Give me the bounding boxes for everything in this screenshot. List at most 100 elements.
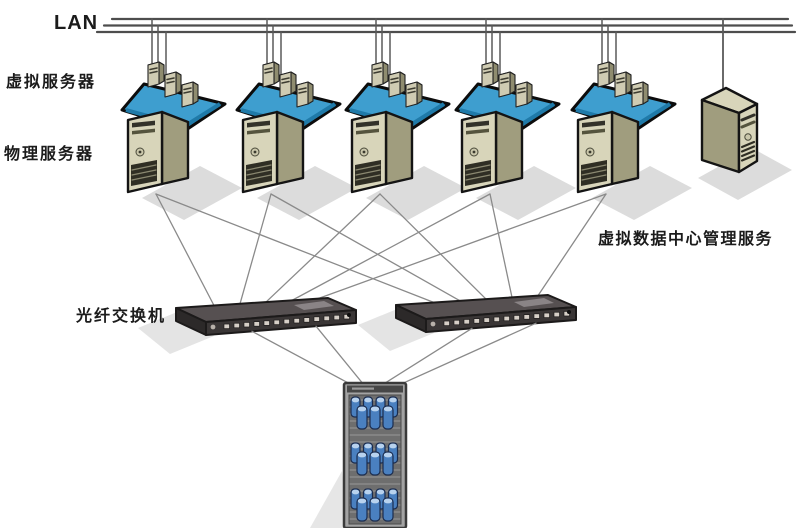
power-button-dot bbox=[588, 150, 592, 154]
vm-slot bbox=[633, 90, 642, 94]
vent-line bbox=[131, 174, 157, 181]
vm-front bbox=[597, 61, 610, 88]
switch-led bbox=[210, 324, 216, 330]
tower-side bbox=[700, 98, 741, 174]
virtual-host-group bbox=[570, 61, 692, 220]
disk bbox=[382, 451, 394, 476]
switch-storage-link bbox=[398, 322, 537, 386]
fiber-switch-1 bbox=[138, 297, 357, 354]
vm-slot bbox=[390, 80, 399, 84]
physical-server-label: 物理服务器 bbox=[4, 144, 95, 163]
virtual-machine bbox=[388, 71, 406, 98]
vm-side bbox=[642, 81, 649, 105]
vm-slot bbox=[500, 80, 509, 84]
vm-front bbox=[262, 61, 275, 88]
vent-line bbox=[465, 164, 491, 171]
vent-line bbox=[131, 164, 157, 171]
virtual-machine bbox=[296, 81, 314, 108]
vm-slot bbox=[264, 70, 273, 74]
vm-slot bbox=[517, 87, 526, 91]
vm-slot bbox=[500, 77, 509, 81]
server-switch-link bbox=[265, 193, 381, 303]
server-switch-link bbox=[537, 193, 607, 297]
vent-line bbox=[740, 154, 756, 162]
vm-slot bbox=[599, 67, 608, 71]
virtual-machine bbox=[164, 71, 182, 98]
switch-vent bbox=[294, 301, 334, 310]
drive-slot bbox=[466, 120, 489, 128]
physical-server-tower bbox=[460, 110, 524, 194]
disk-top bbox=[383, 452, 393, 458]
vm-side bbox=[416, 81, 423, 105]
power-button-dot bbox=[138, 150, 142, 154]
vm-side bbox=[526, 81, 533, 105]
disk-top bbox=[370, 406, 380, 412]
virtual-host-group bbox=[454, 61, 576, 220]
tower-side bbox=[610, 110, 640, 186]
switch-port bbox=[263, 320, 270, 326]
switch-port bbox=[513, 315, 520, 321]
switch-port bbox=[303, 317, 310, 323]
switch-screw bbox=[567, 310, 571, 314]
vm-slot bbox=[407, 90, 416, 94]
vm-slot bbox=[298, 87, 307, 91]
tower-side bbox=[275, 110, 305, 186]
vm-slot bbox=[373, 70, 382, 74]
fiber-switch-label: 光纤交换机 bbox=[76, 306, 167, 325]
switch-port bbox=[443, 320, 450, 326]
vm-front bbox=[296, 81, 309, 108]
drive-slot bbox=[247, 128, 270, 135]
disk-array bbox=[310, 381, 408, 528]
vm-front bbox=[181, 81, 194, 108]
vm-slot bbox=[149, 67, 158, 71]
vm-slot bbox=[264, 67, 273, 71]
vm-side bbox=[273, 61, 280, 85]
switch-port bbox=[543, 312, 550, 318]
vent-line bbox=[740, 145, 756, 153]
vm-side bbox=[192, 81, 199, 105]
lan-bus bbox=[95, 17, 797, 94]
switch-port bbox=[533, 313, 540, 319]
storage-top-dash bbox=[352, 387, 374, 390]
disk-top bbox=[383, 498, 393, 504]
server-shadow bbox=[476, 166, 576, 220]
virtual-machine bbox=[597, 61, 615, 88]
disk-top bbox=[364, 397, 372, 403]
disk bbox=[356, 451, 368, 476]
switch-port bbox=[293, 318, 300, 324]
virtual-machine bbox=[631, 81, 649, 108]
vm-front bbox=[388, 71, 401, 98]
server-switch-link bbox=[291, 193, 491, 302]
switch-port bbox=[333, 314, 340, 321]
disk-top bbox=[364, 489, 372, 495]
vent-line bbox=[131, 169, 157, 176]
switch-port bbox=[283, 318, 290, 325]
server-switch-link bbox=[317, 193, 607, 300]
vm-side bbox=[307, 81, 314, 105]
power-button-dot bbox=[253, 150, 257, 154]
vm-front bbox=[147, 61, 160, 88]
vm-slot bbox=[407, 87, 416, 91]
switch-port bbox=[223, 323, 230, 329]
virtual-machine bbox=[279, 71, 297, 98]
switch-storage-link bbox=[315, 325, 365, 386]
server-switch-link bbox=[155, 193, 435, 304]
switch-port bbox=[483, 317, 490, 323]
server-switch-link bbox=[379, 193, 487, 300]
switch-front bbox=[425, 306, 577, 333]
switch-port bbox=[323, 315, 330, 321]
disk-top bbox=[351, 443, 360, 449]
disk bbox=[382, 405, 394, 430]
vent-line bbox=[246, 174, 272, 181]
vm-slot bbox=[483, 70, 492, 74]
tower-side bbox=[160, 110, 190, 186]
disk-top bbox=[389, 397, 397, 403]
vdc-management-server bbox=[698, 86, 792, 200]
disk-top bbox=[364, 443, 372, 449]
drive-slot bbox=[582, 128, 605, 135]
vm-side bbox=[399, 71, 406, 95]
storage-top-bar bbox=[347, 385, 403, 393]
disk-top bbox=[370, 452, 380, 458]
